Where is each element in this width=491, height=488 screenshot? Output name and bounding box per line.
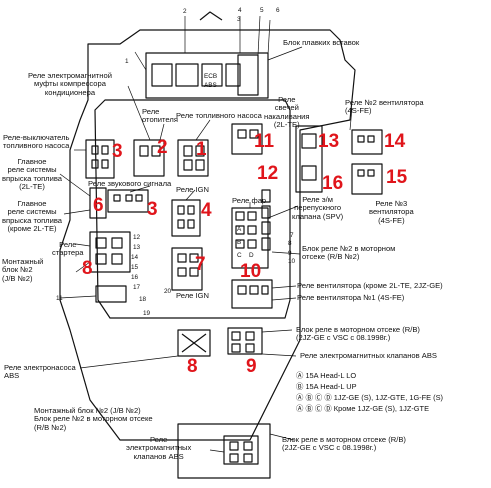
label-fuel-pump-relay: Реле топливного насоса xyxy=(176,111,262,120)
relay-block-heater xyxy=(133,139,165,177)
relay-block-fuel-switch xyxy=(85,139,115,179)
red-marker: 16 xyxy=(322,173,344,194)
fuse-mark-ecb: ECB xyxy=(204,73,218,80)
red-marker: 4 xyxy=(201,200,212,221)
red-marker: 1 xyxy=(196,139,207,160)
label-ign-relay-top: Реле IGN xyxy=(176,185,209,194)
relay-block-fan3 xyxy=(351,163,383,195)
callout-number: 2 xyxy=(183,8,187,15)
callout-number: 14 xyxy=(131,254,139,261)
relay-block-glow xyxy=(231,123,263,155)
label-abs-solenoid-relay: Реле электромагнитных клапанов ABS xyxy=(300,351,437,360)
mark-circle-b: B xyxy=(237,239,242,246)
relay-block-fan2 xyxy=(351,129,383,155)
label-horn-relay: Реле звукового сигнала xyxy=(88,179,172,188)
callout-number: 12 xyxy=(133,234,141,241)
legend-item: Ⓑ 15A Head-L UP xyxy=(296,382,357,391)
label-fuse-block: Блок плавких вставок xyxy=(283,38,360,47)
callout-number: 19 xyxy=(143,310,151,317)
callout-number: 6 xyxy=(276,7,280,14)
callout-number: 13 xyxy=(133,244,141,251)
relay-block-spv xyxy=(295,125,323,193)
callout-number: 18 xyxy=(139,296,147,303)
red-marker: 10 xyxy=(240,261,262,282)
callout-number: 20 xyxy=(164,288,172,295)
callout-number: 4 xyxy=(238,7,242,14)
red-marker: 2 xyxy=(157,137,168,158)
label-engine-rb: Блок реле в моторном отсеке (R/B) (2JZ-G… xyxy=(296,325,420,343)
relay-block-fan xyxy=(231,279,273,309)
red-marker: 15 xyxy=(386,167,408,188)
label-fan-relay: Реле вентилятора (кроме 2L-TE, 2JZ-GE) xyxy=(297,281,443,290)
legend-item: Ⓐ Ⓑ Ⓒ Ⓓ Кроме 1JZ-GE (S), 1JZ-GTE xyxy=(296,404,429,413)
red-marker: 13 xyxy=(318,131,340,152)
callout-number: 7 xyxy=(290,232,294,239)
label-efi-main-other: Главное реле системы впрыска топлива (кр… xyxy=(2,199,63,234)
callout-number: 9 xyxy=(288,250,292,257)
relay-block-starter xyxy=(89,231,131,273)
relay-block-ign-bottom xyxy=(171,247,203,291)
label-abs-solenoid-relay-bottom: Реле электромагнитных клапанов ABS xyxy=(126,435,192,461)
callout-number: 1 xyxy=(125,58,129,65)
red-marker: 8 xyxy=(82,258,93,279)
label-jb2-rb2-bottom: Монтажный блок №2 (J/B №2) Блок реле №2 … xyxy=(34,406,153,432)
callout-number: 15 xyxy=(131,264,139,271)
callout-number: 5 xyxy=(260,7,264,14)
label-headlamp-relay: Реле фар xyxy=(232,196,267,205)
callout-number: 10 xyxy=(288,258,296,265)
red-marker: 11 xyxy=(254,131,275,152)
label-spv-relay: Реле э/м перепускного клапана (SPV) xyxy=(292,195,344,221)
housing-inner xyxy=(94,99,291,319)
fuse-block-rect xyxy=(145,52,269,99)
lower-relay-box xyxy=(177,423,271,479)
label-fan3-relay: Реле №3 вентилятора (4S-FE) xyxy=(369,199,414,225)
label-starter-relay: Реле стартера xyxy=(52,240,84,258)
red-marker: 8 xyxy=(187,356,198,377)
mark-circle-a: A xyxy=(237,226,242,233)
callout-number: 3 xyxy=(237,16,241,23)
red-marker: 3 xyxy=(112,141,123,162)
callout-number: 17 xyxy=(133,284,141,291)
label-fan1-relay: Реле вентилятора №1 (4S-FE) xyxy=(297,293,405,302)
label-efi-main-2lte: Главное реле системы впрыска топлива (2L… xyxy=(2,157,63,192)
connector-abs-pump xyxy=(177,329,211,357)
legend-item: Ⓐ Ⓑ Ⓒ Ⓓ 1JZ-GE (S), 1JZ-GTE, 1G-FE (S) xyxy=(296,393,443,402)
red-marker: 7 xyxy=(195,254,206,275)
red-marker: 12 xyxy=(257,163,279,184)
callout-number: 11 xyxy=(56,295,63,302)
label-fan2-relay: Реле №2 вентилятора (4S-FE) xyxy=(345,98,424,116)
mark-circle-c: C xyxy=(237,252,242,259)
legend-item: Ⓐ 15A Head-L LO xyxy=(296,371,357,380)
callout-number: 8 xyxy=(288,240,292,247)
red-marker: 3 xyxy=(147,199,158,220)
relay-block-ign-top xyxy=(171,199,201,237)
label-abs-pump-relay: Реле электронасоса ABS xyxy=(4,363,76,381)
red-marker: 9 xyxy=(246,356,257,377)
label-jb2-top: Монтажный блок №2 (J/B №2) xyxy=(2,257,44,283)
label-compressor-clutch: Реле электромагнитной муфты компрессора … xyxy=(28,71,112,97)
label-engine-rb-bottom: Блок реле в моторном отсеке (R/B) (2JZ-G… xyxy=(282,435,406,453)
relay-block-horn xyxy=(107,189,149,213)
fuse-mark-abs: ABS xyxy=(204,82,217,89)
label-ign-relay-bottom: Реле IGN xyxy=(176,291,209,300)
connector-abs-solenoid xyxy=(227,327,263,355)
relay-block-jb2 xyxy=(95,285,127,303)
red-marker: 6 xyxy=(93,195,104,216)
relay-block-efi xyxy=(89,187,107,219)
label-fuel-pump-switch: Реле-выключатель топливного насоса xyxy=(3,133,70,151)
mark-circle-d: D xyxy=(249,252,254,259)
label-heater-relay: Реле отопителя xyxy=(142,107,178,125)
label-glow-relay: Реле свечей накаливания (2L-TE) xyxy=(264,95,310,130)
relay-block-fuel-pump xyxy=(177,139,209,177)
housing-outline xyxy=(59,29,356,441)
callout-number: 16 xyxy=(131,274,139,281)
label-engine-rb2: Блок реле №2 в моторном отсеке (R/B №2) xyxy=(302,244,396,262)
red-marker: 14 xyxy=(384,131,406,152)
